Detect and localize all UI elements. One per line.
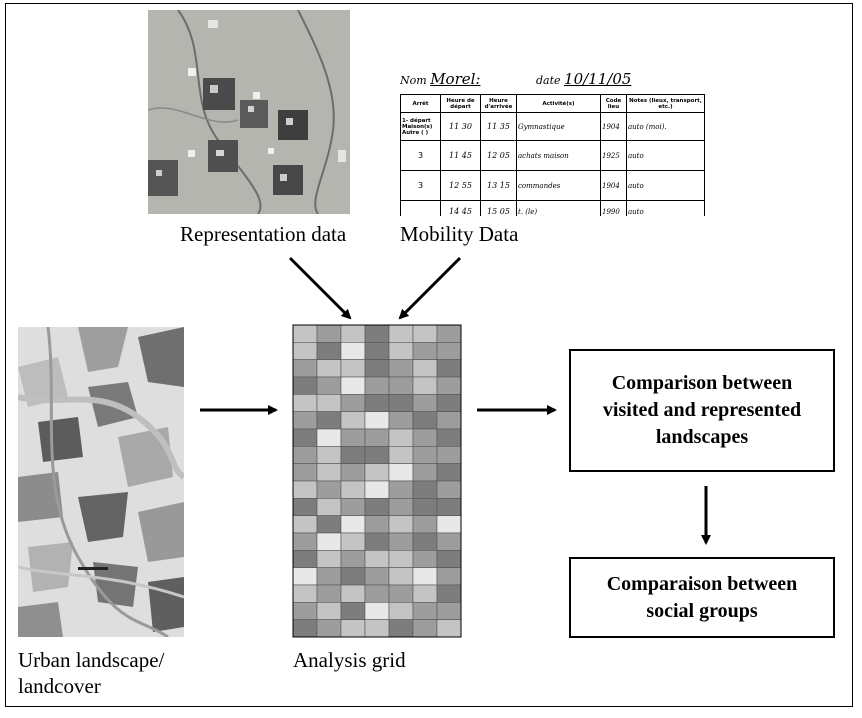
diagram-frame [5, 3, 853, 707]
table-cell: auto (moi). [626, 112, 705, 141]
table-cell: 3 [400, 140, 441, 171]
arrow-representation-to-grid [288, 256, 352, 320]
analysis-grid-caption: Analysis grid [293, 648, 406, 672]
table-cell: 1904 [600, 112, 627, 141]
table-cell: 11 30 [440, 112, 481, 141]
table-cell: auto [626, 200, 705, 216]
representation-caption: Representation data [180, 222, 347, 246]
table-row: 3 12 55 13 15 commandes 1904 auto [400, 170, 705, 201]
table-cell: achats maison [516, 140, 601, 171]
comparison-groups-box: Comparaison between social groups [569, 557, 835, 638]
urban-caption-line2: landcover [18, 674, 101, 698]
arrow-mobility-to-grid [398, 256, 462, 320]
representation-photo [148, 10, 350, 214]
mobility-caption: Mobility Data [400, 222, 519, 246]
table-cell: 11 45 [440, 140, 481, 171]
mobility-data-sheet: Nom Morel: date 10/11/05 Arrêt Heure de … [396, 64, 708, 216]
analysis-grid-border [292, 324, 462, 638]
sheet-name-label: Nom [400, 74, 427, 87]
table-cell: 3 [400, 170, 441, 201]
urban-caption-line1: Urban landscape/ [18, 648, 165, 672]
table-cell: Gymnastique [516, 112, 601, 141]
representation-photo-art [148, 10, 346, 214]
table-cell: 1904 [600, 170, 627, 201]
urban-landcover-map [18, 327, 184, 637]
table-row: 1- départ Maison(s) Autre ( ) 11 30 11 3… [400, 112, 705, 141]
table-cell: auto [626, 140, 705, 171]
urban-landcover-map-art [18, 327, 184, 637]
mobility-table: Arrêt Heure de départ Heure d'arrivée Ac… [400, 94, 705, 216]
table-row: 3 11 45 12 05 achats maison 1925 auto [400, 140, 705, 171]
table-row: 14 45 15 05 t. (le) 1990 auto [400, 200, 705, 216]
sheet-name-value: Morel: [430, 70, 481, 88]
sheet-date-value: 10/11/05 [564, 70, 632, 88]
comparison-landscapes-box: Comparison between visited and represent… [569, 349, 835, 472]
sheet-date-label: date [536, 74, 561, 87]
